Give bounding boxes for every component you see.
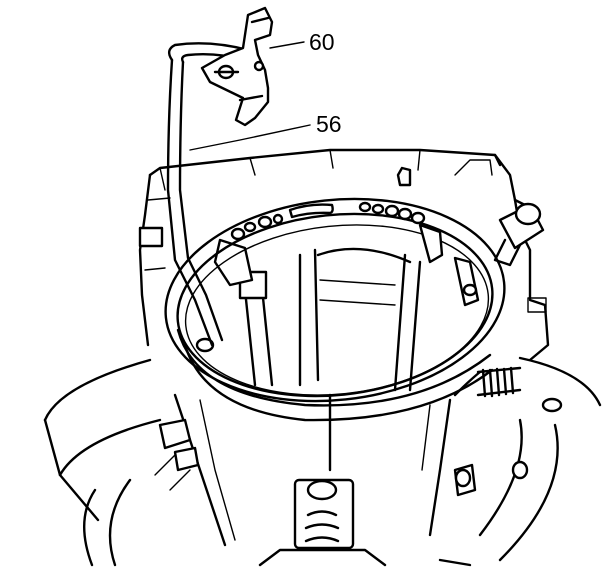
callout-56: 56 — [316, 111, 342, 137]
leader-line-56 — [189, 124, 311, 151]
tool-60 — [166, 6, 274, 347]
piston-ring — [164, 197, 506, 422]
outer-plate — [43, 356, 602, 567]
callout-60: 60 — [309, 29, 335, 55]
drum-body — [158, 238, 477, 567]
leader-line-60 — [269, 41, 305, 49]
plug-fitting — [493, 202, 545, 267]
housing-casting — [138, 148, 550, 362]
leader-lines — [189, 41, 311, 151]
